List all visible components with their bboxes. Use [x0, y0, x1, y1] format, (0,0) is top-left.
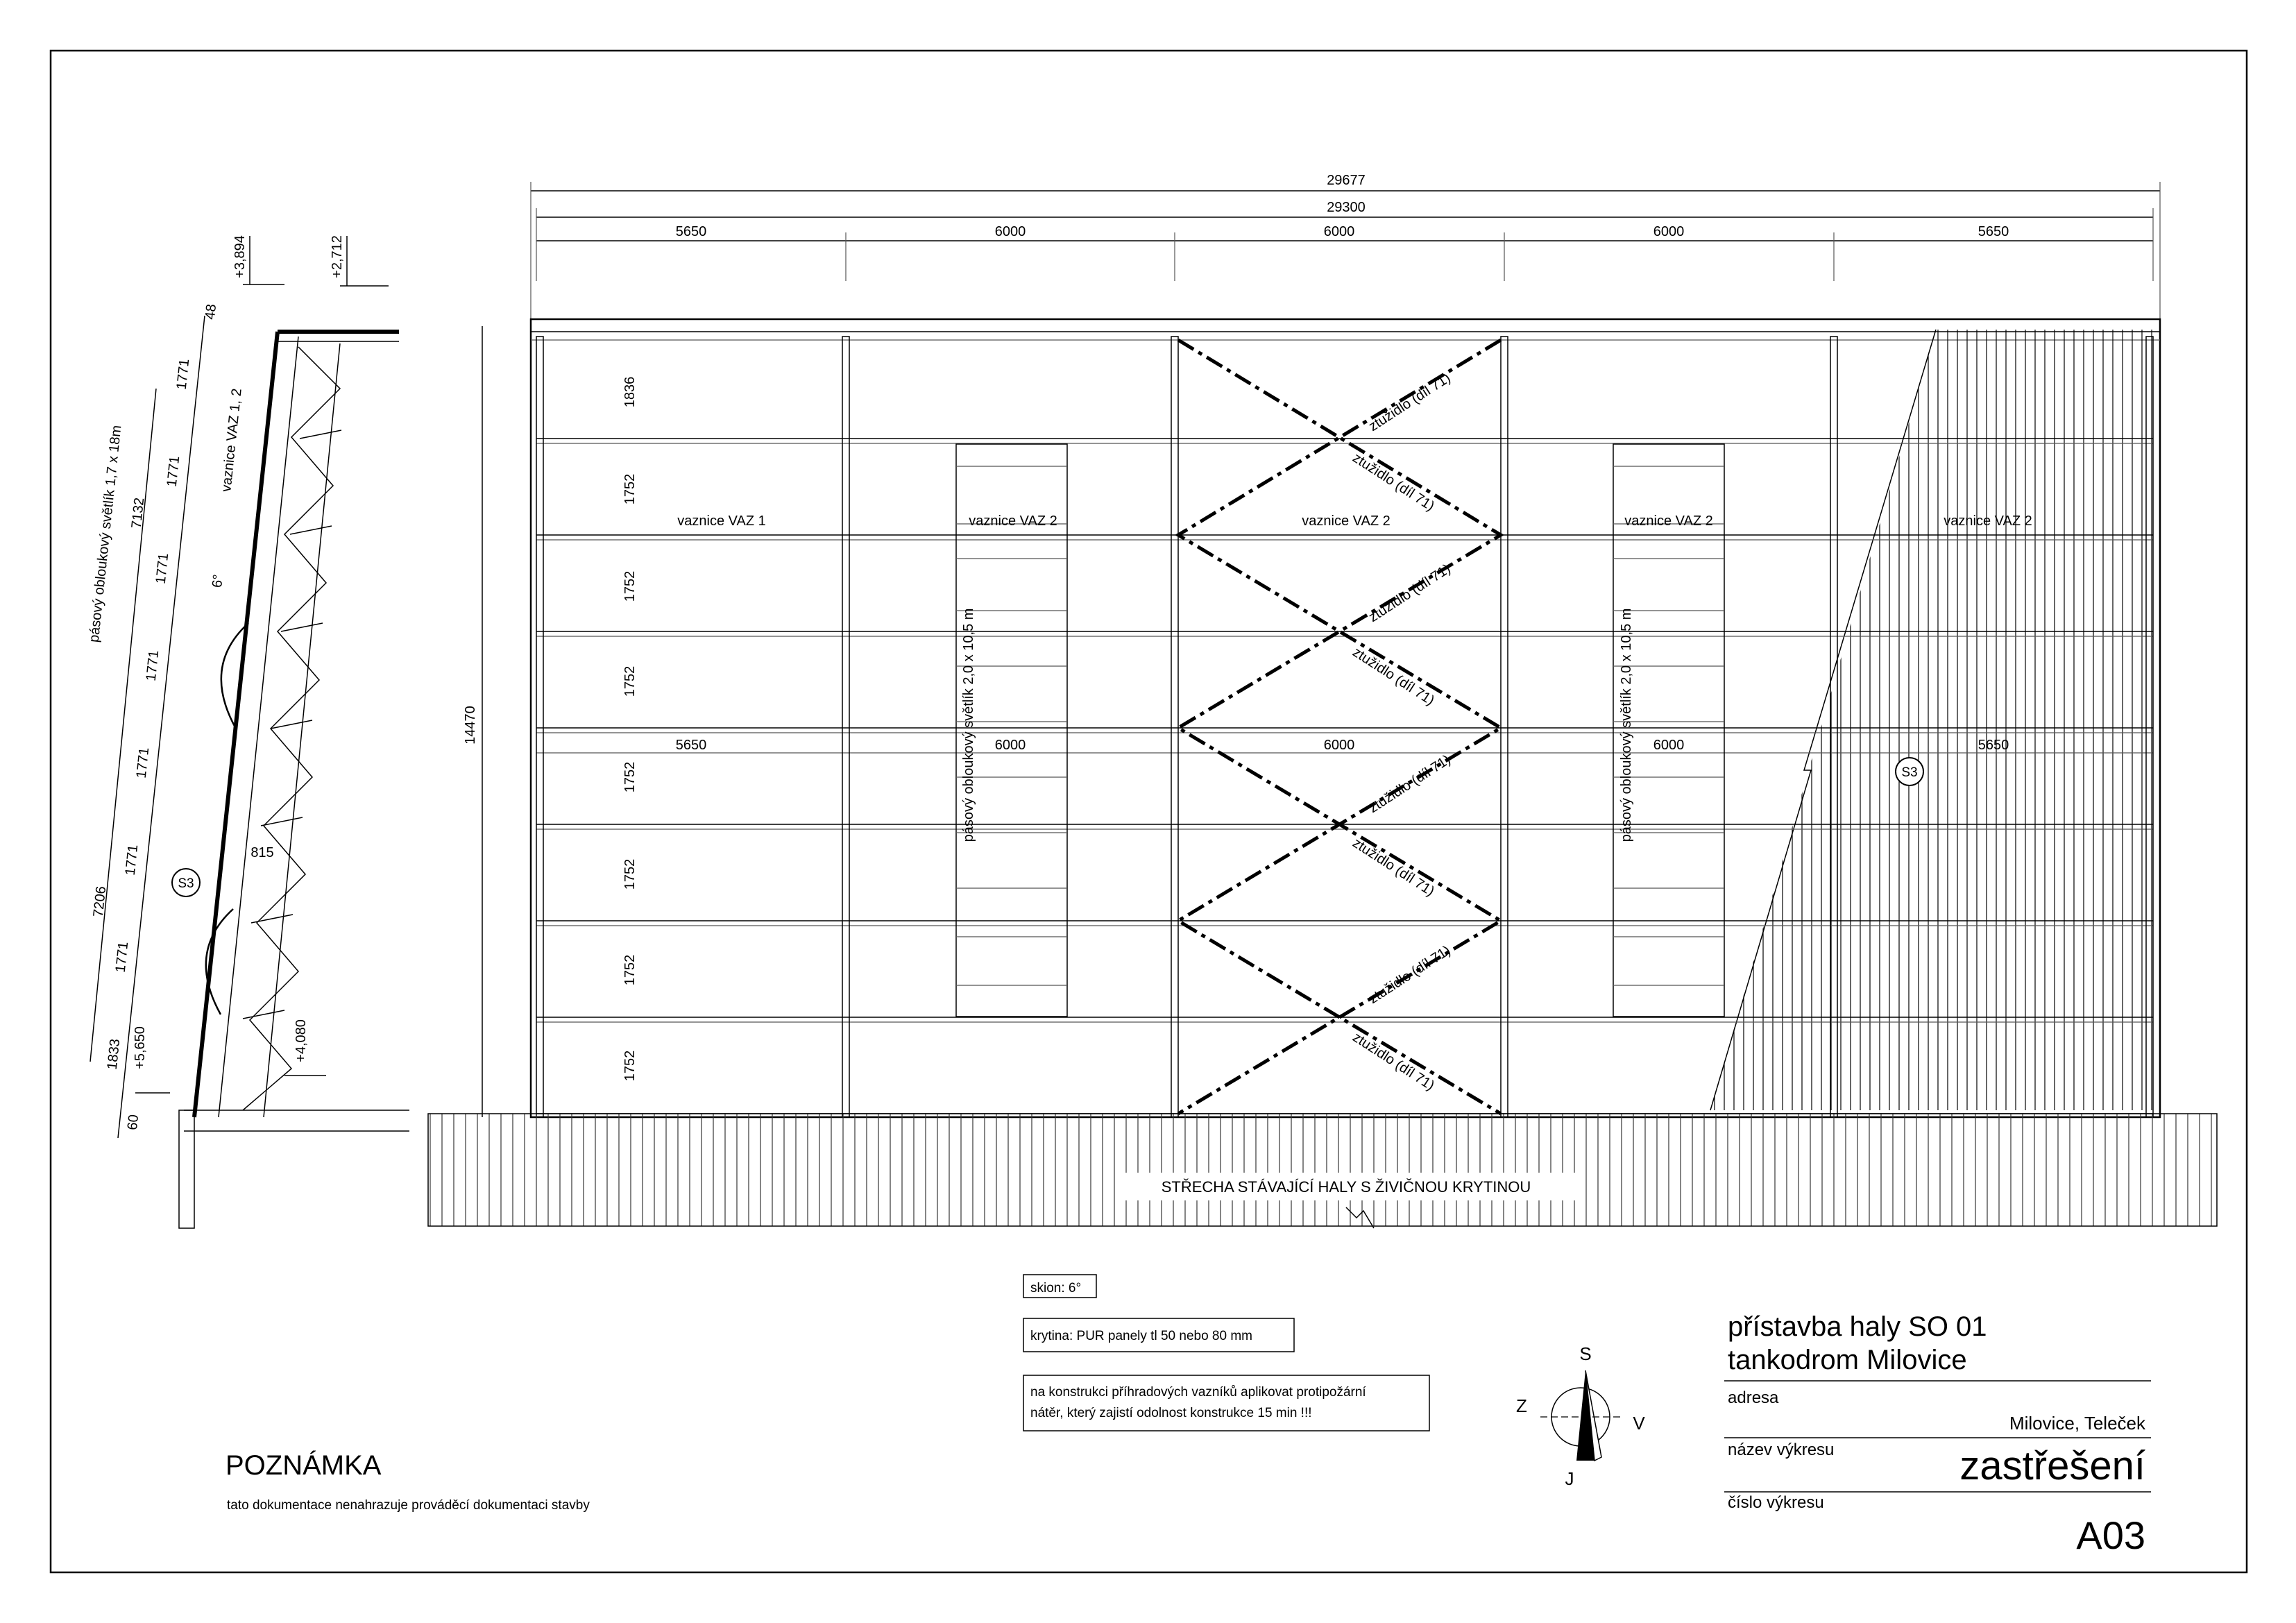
note-text: tato dokumentace nenahrazuje prováděcí d…: [227, 1498, 590, 1513]
purlin-label-4: vaznice VAZ 2: [1624, 513, 1712, 529]
level-top-2: +2,712: [330, 235, 345, 278]
row-dim-5: 1752: [622, 762, 638, 793]
mid-bay-dim-1: 5650: [676, 738, 707, 753]
roofing-note-box: [1023, 1318, 1295, 1352]
section-seg-1: 1771: [174, 358, 193, 391]
bracing: [1175, 338, 1504, 1116]
mid-bay-dim-5: 5650: [1978, 738, 2009, 753]
roofing-note: krytina: PUR panely tl 50 nebo 80 mm: [1030, 1329, 1252, 1343]
project-line1: přístavba haly SO 01: [1728, 1311, 1987, 1342]
section-seg-4: 1771: [144, 649, 162, 682]
section-seg-2: 1771: [164, 455, 183, 488]
mid-bay-dim-2: 6000: [995, 738, 1026, 753]
section-mark-circle: [1895, 757, 1924, 786]
section-dim-60: 60: [125, 1114, 142, 1130]
bay-dim-5: 5650: [1978, 224, 2009, 239]
section-seg-3: 1771: [153, 552, 172, 585]
fire-note-box: [1023, 1375, 1430, 1431]
bracing-label-5: ztužidlo (díl 71): [1366, 752, 1454, 816]
fire-note-line1: na konstrukci příhradových vazníků aplik…: [1030, 1385, 1366, 1400]
height-dimension: 14470: [463, 706, 478, 745]
section-seg-5: 1771: [134, 747, 153, 779]
roof-plan: 29677 29300 5650 6000 6000 6000 5650 144…: [427, 173, 2218, 1229]
top-dimensions: 29677 29300 5650 6000 6000 6000 5650: [530, 173, 2161, 319]
purlin-label-3: vaznice VAZ 2: [1302, 513, 1390, 529]
drawing-name-label: název výkresu: [1728, 1441, 1834, 1459]
row-dim-8: 1752: [622, 1051, 638, 1082]
row-dim-4: 1752: [622, 666, 638, 697]
bay-dim-3: 6000: [1324, 224, 1355, 239]
compass-west: Z: [1516, 1395, 1527, 1416]
mid-bay-dim-3: 6000: [1324, 738, 1355, 753]
level-bottom: +5,650: [133, 1026, 148, 1069]
project-line2: tankodrom Milovice: [1728, 1345, 1967, 1375]
bracing-label-1: ztužidlo (díl 71): [1366, 371, 1454, 434]
section-seg-6: 1771: [123, 844, 142, 876]
level-bottom-2: +4,080: [294, 1019, 309, 1062]
bay-dim-1: 5650: [676, 224, 707, 239]
row-dim-3: 1752: [622, 571, 638, 602]
section-dim-7132: 7132: [129, 497, 148, 529]
purlin-label-5: vaznice VAZ 2: [1944, 513, 2032, 529]
bay-dim-2: 6000: [995, 224, 1026, 239]
section-mark-section: S3: [178, 876, 194, 891]
section-dim-1833: 1833: [105, 1038, 124, 1071]
bracing-label-3: ztužidlo (díl 71): [1366, 561, 1454, 625]
overall-dimension: 29677: [1327, 173, 1366, 188]
section-truss-label: vaznice VAZ 1, 2: [219, 388, 245, 493]
fire-note-line2: nátěr, který zajistí odolnost konstrukce…: [1030, 1406, 1312, 1420]
address-value: Milovice, Teleček: [2009, 1413, 2146, 1434]
row-dim-1: 1836: [622, 377, 638, 408]
section-seg-7: 1771: [113, 941, 132, 974]
section-dim-7206: 7206: [91, 885, 110, 918]
compass-icon: S J Z V: [1516, 1343, 1645, 1489]
compass-south: J: [1565, 1468, 1574, 1489]
slope-note-box: [1023, 1274, 1097, 1298]
roof-panel-hatch: [1710, 330, 2153, 1110]
row-dim-2: 1752: [622, 474, 638, 505]
section-dim-815: 815: [250, 845, 273, 860]
purlin-label-2: vaznice VAZ 2: [969, 513, 1057, 529]
bracing-label-7: ztužidlo (díl 71): [1366, 943, 1454, 1007]
section-slope: 6°: [210, 574, 226, 588]
level-top: +3,894: [232, 235, 248, 278]
bracing-label-6: ztužidlo (díl 71): [1350, 835, 1437, 899]
notes: skion: 6° krytina: PUR panely tl 50 nebo…: [226, 1274, 1430, 1513]
row-dim-6: 1752: [622, 859, 638, 890]
section-mark-circle-2: [171, 868, 201, 897]
note-heading: POZNÁMKA: [226, 1450, 382, 1481]
bracing-label-8: ztužidlo (díl 71): [1350, 1030, 1437, 1094]
compass-north: S: [1579, 1343, 1591, 1364]
bay-dim-4: 6000: [1653, 224, 1685, 239]
drawing-number-value: A03: [2076, 1513, 2145, 1557]
drawing-number-label: číslo výkresu: [1728, 1493, 1824, 1512]
compass-east: V: [1633, 1413, 1645, 1434]
skylight-label-1: pásový obloukový světlík 2,0 x 10,5 m: [961, 609, 976, 842]
section-mark-plan: S3: [1901, 765, 1917, 780]
roof-section: +3,894 +2,712 48 1771 1771 1771 1771 1: [87, 235, 409, 1229]
skylight-label-2: pásový obloukový světlík 2,0 x 10,5 m: [1619, 609, 1634, 842]
purlin-label-1: vaznice VAZ 1: [677, 513, 765, 529]
mid-bay-dim-4: 6000: [1653, 738, 1685, 753]
axis-dimension: 29300: [1327, 200, 1366, 215]
skylights: [955, 443, 1725, 1017]
section-skylight-label: pásový obloukový světlík 1,7 x 18m: [87, 425, 125, 643]
drawing-name-value: zastřešení: [1959, 1443, 2145, 1488]
section-dim-48: 48: [203, 303, 219, 320]
existing-roof: [427, 1113, 2218, 1227]
bracing-label-4: ztužidlo (díl 71): [1350, 645, 1437, 708]
title-block: přístavba haly SO 01 tankodrom Milovice …: [1724, 1311, 2151, 1557]
address-label: adresa: [1728, 1388, 1779, 1407]
bracing-label-2: ztužidlo (díl 71): [1350, 450, 1437, 514]
existing-roof-label: STŘECHA STÁVAJÍCÍ HALY S ŽIVIČNOU KRYTIN…: [1162, 1178, 1531, 1196]
slope-note: skion: 6°: [1030, 1281, 1081, 1295]
drawing-border: [49, 49, 2248, 1574]
row-dim-7: 1752: [622, 955, 638, 986]
